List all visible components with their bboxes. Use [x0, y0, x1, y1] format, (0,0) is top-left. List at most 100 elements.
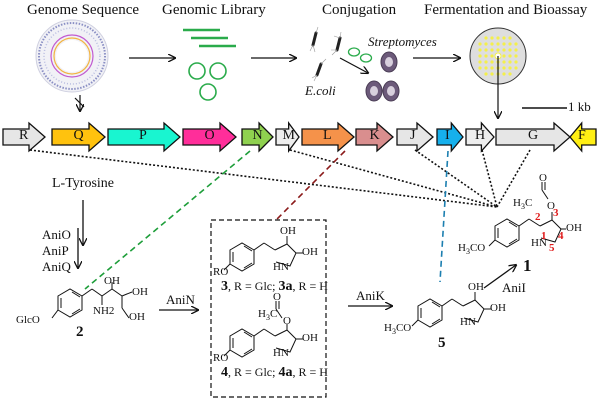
gene-label-J: J	[410, 128, 416, 143]
plate-colony	[514, 60, 518, 64]
compound-3a-r-h: , R = H	[292, 279, 328, 293]
plate-colony	[484, 48, 488, 52]
gene-label-O: O	[204, 128, 215, 143]
plate-colony	[508, 48, 512, 52]
plate-colony	[508, 72, 512, 76]
plate-colony	[478, 48, 482, 52]
ring-number-1: 1	[541, 230, 547, 242]
compound-3-number: 3	[221, 279, 228, 294]
broken-arrow-icon	[74, 95, 85, 111]
plate-colony	[478, 42, 482, 46]
plate-colony	[490, 42, 494, 46]
enzyme-anip: AniP	[42, 243, 69, 258]
plasmid-icon	[347, 47, 373, 63]
plate-colony	[502, 54, 506, 58]
compound-2-oh3: OH	[129, 311, 145, 323]
genomic-library-icon	[183, 28, 236, 101]
plate-colony	[496, 48, 500, 52]
plate-colony	[484, 66, 488, 70]
gene-arrow-P	[107, 121, 181, 153]
scale-bar-label: 1 kb	[568, 99, 591, 114]
plate-colony	[514, 66, 518, 70]
compound-4-o-ester: O	[283, 315, 291, 327]
gene-label-M: M	[282, 128, 295, 143]
plate-colony	[490, 72, 494, 76]
compound-5-oh2: OH	[490, 302, 506, 314]
enzyme-anii: AniI	[502, 280, 526, 295]
ring-number-4: 4	[558, 230, 564, 242]
genome-circle-plot	[35, 19, 109, 93]
plate-colony	[490, 54, 494, 58]
gene-label-L: L	[323, 128, 332, 143]
compound-1-hn: HN	[531, 237, 547, 249]
gene-arrow-O	[182, 121, 237, 153]
compound-3-ro: RO	[213, 266, 229, 278]
compound-5-h3co: H3CO	[384, 322, 412, 337]
plate-colony	[502, 66, 506, 70]
gene-arrow-I	[436, 121, 464, 153]
compound-4-hn: HN	[273, 347, 289, 359]
compound-2-glco: GlcO	[16, 314, 40, 326]
arrow-anii	[483, 265, 516, 289]
streptomyces-spores-icon	[365, 51, 400, 102]
plate-colony	[478, 60, 482, 64]
plate-colony	[502, 60, 506, 64]
compound-1-structure	[488, 182, 566, 248]
step-title-fermentation-bioassay: Fermentation and Bioassay	[424, 2, 588, 18]
compound-3-oh1: OH	[280, 225, 296, 237]
compound-1-oh: OH	[566, 222, 582, 234]
compound-3-caption: 3, R = Glc; 3a, R = H	[221, 279, 328, 295]
compound-4-structure	[223, 301, 303, 358]
gene-label-I: I	[445, 128, 450, 143]
gene-cluster	[2, 121, 597, 153]
gene-arrow-F	[569, 121, 597, 153]
plate-colony	[514, 48, 518, 52]
compound-3-structure	[223, 236, 303, 272]
gene-arrow-H	[465, 121, 495, 153]
ring-number-3: 3	[553, 207, 559, 219]
compound-1-h3co: H3CO	[458, 242, 486, 257]
link-N-green	[84, 150, 251, 290]
compound-4-r-glc: , R = Glc;	[228, 365, 279, 379]
plate-colony	[502, 48, 506, 52]
link-J	[414, 149, 498, 208]
plate-colony	[508, 60, 512, 64]
plate-colony	[502, 72, 506, 76]
compound-4-ro: RO	[213, 352, 229, 364]
enzyme-anio: AniO	[42, 227, 71, 242]
compound-1-number: 1	[523, 256, 532, 275]
plate-colony	[484, 60, 488, 64]
compound-4a-number: 4a	[278, 365, 293, 380]
compound-3-r-glc: , R = Glc;	[228, 279, 279, 293]
link-R	[29, 149, 498, 208]
plate-colony	[484, 42, 488, 46]
compound-5-number: 5	[438, 335, 446, 351]
plate-colony	[508, 42, 512, 46]
enzyme-anin: AniN	[166, 292, 195, 307]
enzyme-anik: AniK	[356, 288, 385, 303]
compound-4-oh: OH	[302, 332, 318, 344]
plate-colony	[508, 36, 512, 40]
plate-colony	[508, 54, 512, 58]
compound-5-oh1: OH	[468, 281, 484, 293]
gene-label-N: N	[252, 128, 263, 143]
gene-arrow-K	[355, 121, 394, 153]
gene-label-G: G	[528, 128, 539, 143]
compound-3a-number: 3a	[278, 279, 293, 294]
gene-arrow-M	[275, 121, 300, 153]
compound-1-o-carbonyl: O	[539, 172, 547, 184]
gene-arrow-G	[495, 121, 571, 153]
ring-number-5: 5	[549, 242, 555, 254]
conjugation-arrow	[339, 57, 368, 73]
plate-colony	[508, 66, 512, 70]
gene-arrow-Q	[51, 121, 106, 153]
plate-colony	[478, 54, 482, 58]
streptomyces-label: Streptomyces	[368, 34, 437, 49]
l-tyrosine-label: L-Tyrosine	[52, 176, 115, 191]
compound-3-hn: HN	[273, 261, 289, 273]
enzyme-aniq: AniQ	[42, 259, 71, 274]
compound-1-o-ester: O	[547, 200, 555, 212]
plate-colony	[484, 72, 488, 76]
ecoli-cells-icon	[309, 26, 342, 82]
